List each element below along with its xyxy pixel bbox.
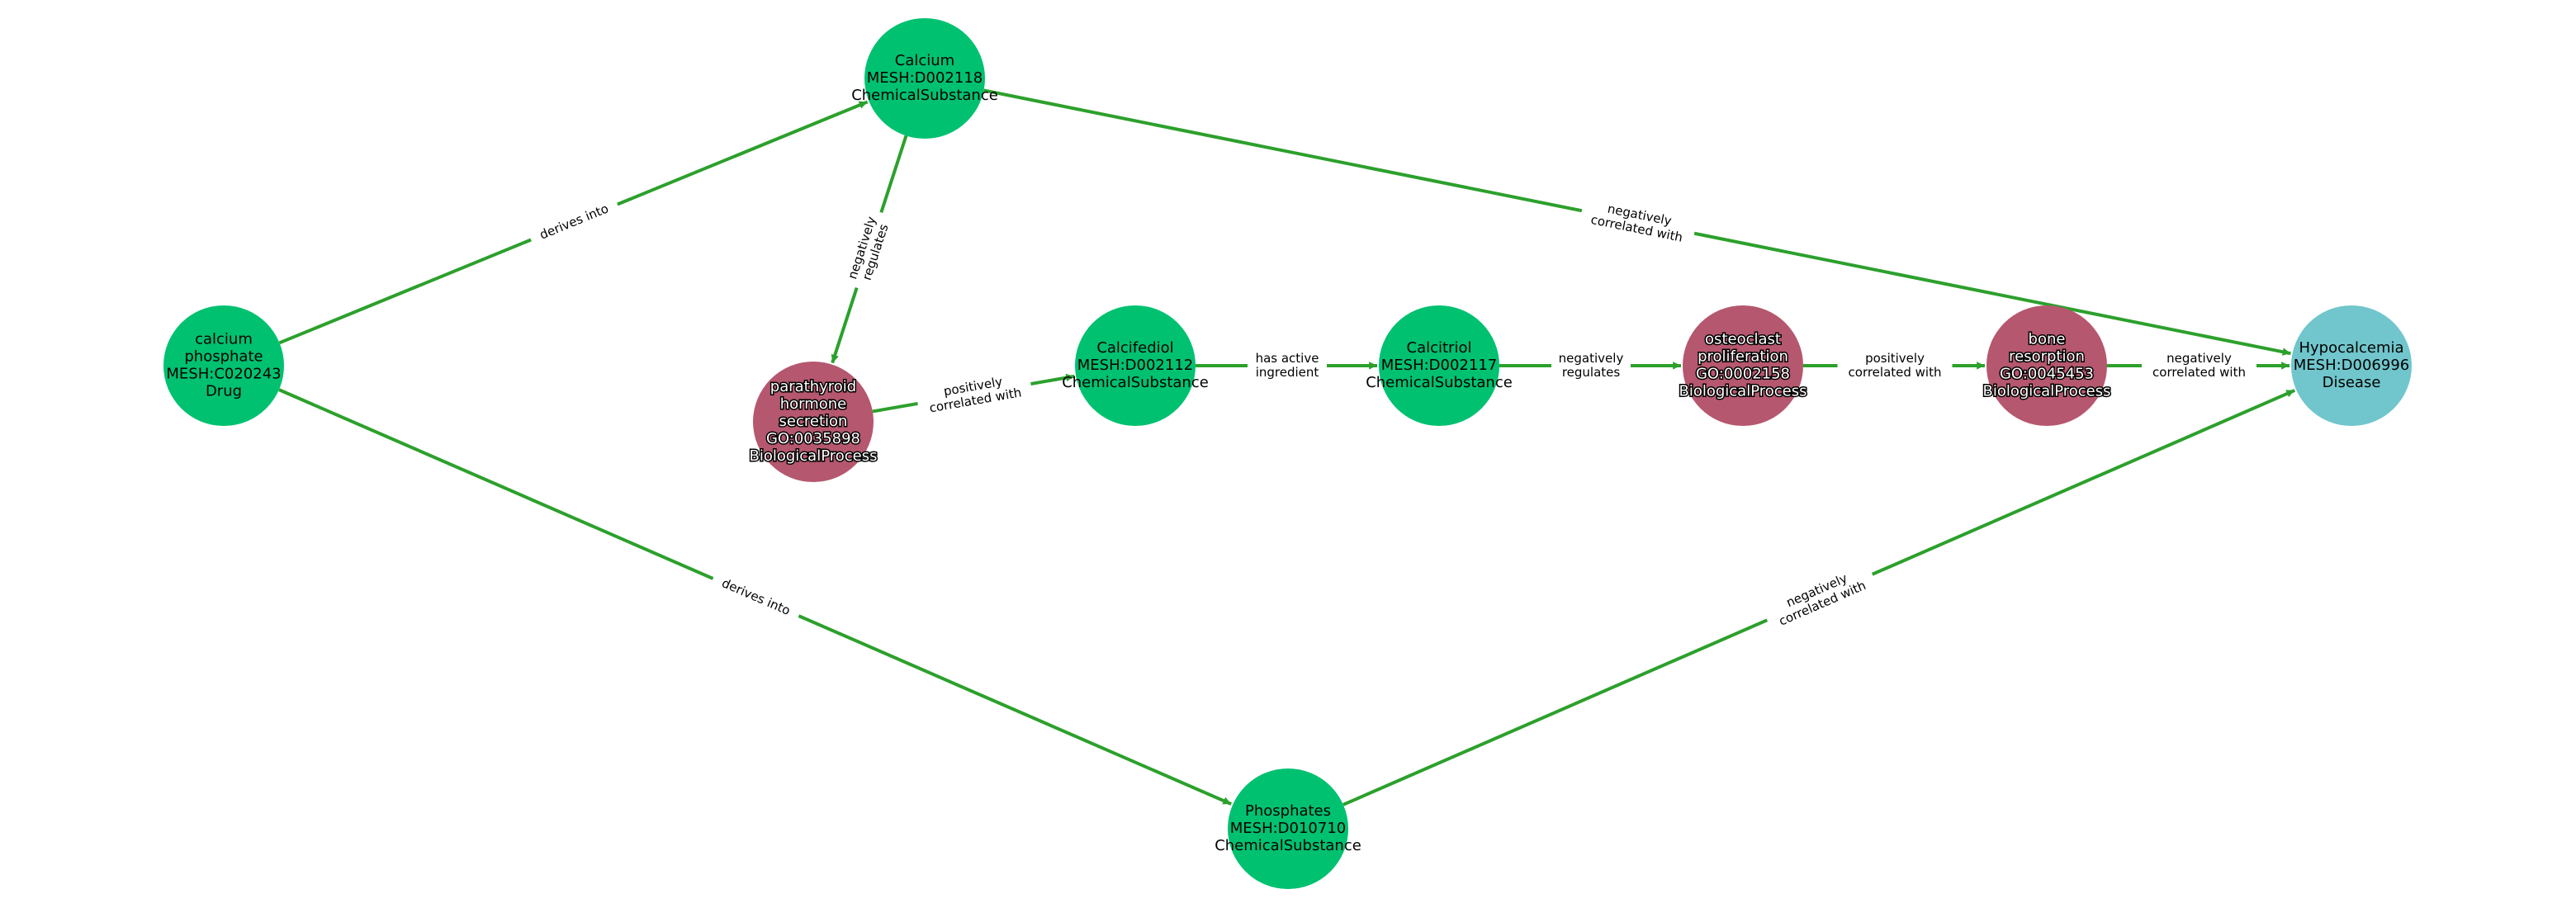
edges-layer [278, 88, 2296, 806]
edge-label-text: negatively [1559, 351, 1624, 366]
edge-label-background [1760, 560, 1879, 635]
node-circle[interactable] [2291, 305, 2412, 426]
edge-label-text: positively [1865, 351, 1925, 366]
node-circle[interactable] [163, 305, 284, 426]
node-label-line: MESH:D002118 [867, 69, 983, 87]
node-circle[interactable] [864, 18, 985, 139]
edge-label-background [1551, 350, 1631, 381]
node-label-line: bone [2029, 331, 2066, 348]
node-label-line: proliferation [1698, 348, 1788, 366]
edge-label-text: derives into [537, 201, 611, 242]
node-label-line: MESH:D006996 [2294, 357, 2410, 374]
edge-label-text: correlated with [2152, 365, 2246, 380]
node-label-line: ChemicalSubstance [1366, 374, 1513, 391]
node-label-line: Calcium [895, 52, 954, 69]
node-circle[interactable] [1228, 768, 1348, 889]
node-label-line: osteoclast [1705, 331, 1781, 348]
node-label-line: MESH:D002112 [1077, 357, 1194, 374]
edge-label-background [1579, 195, 1698, 249]
edge-label-background [1248, 350, 1327, 381]
node-label-line: parathyroid [770, 378, 856, 395]
node-label-line: MESH:D010710 [1230, 820, 1347, 837]
node-label-line: ChemicalSubstance [851, 87, 998, 104]
node-label-line: MESH:C020243 [166, 366, 281, 383]
node-label-line: Calcifediol [1096, 339, 1173, 357]
node-circle[interactable] [1986, 305, 2107, 426]
node-circle[interactable] [1683, 305, 1803, 426]
edge-label-text: ingredient [1256, 365, 1319, 380]
node-label-line: BiologicalProcess [1679, 383, 1807, 400]
node-label-line: ChemicalSubstance [1215, 837, 1361, 854]
node-label-line: GO:0045453 [2000, 366, 2094, 383]
node-label-line: Hypocalcemia [2299, 339, 2403, 357]
node-osteoclast[interactable]: osteoclastproliferationGO:0002158Biologi… [1678, 305, 1808, 426]
node-label-line: Drug [206, 383, 242, 400]
node-label-line: Phosphates [1245, 802, 1331, 820]
node-label-line: Calcitriol [1407, 339, 1472, 357]
node-label-line: secretion [779, 413, 848, 430]
edge-label: derives into [528, 196, 621, 248]
edge-label-background [709, 570, 803, 624]
node-circle[interactable] [1075, 305, 1196, 426]
node-pth_secretion[interactable]: parathyroidhormonesecretionGO:0035898Bio… [748, 362, 878, 482]
node-label-line: GO:0035898 [766, 430, 860, 447]
node-label-line: BiologicalProcess [1982, 383, 2110, 400]
node-label-line: calcium [195, 331, 253, 348]
node-label-line: hormone [780, 395, 847, 413]
edge-label-text: has active [1256, 351, 1319, 366]
node-circle[interactable] [753, 362, 874, 482]
edge-label-text: correlated with [1849, 365, 1942, 380]
node-label-line: MESH:D002117 [1381, 357, 1498, 374]
node-bone_resorption[interactable]: boneresorptionGO:0045453BiologicalProces… [1982, 305, 2112, 426]
edge-label-background [915, 368, 1034, 419]
node-circle[interactable] [1379, 305, 1499, 426]
node-label-line: phosphate [184, 348, 263, 366]
node-label-line: BiologicalProcess [749, 447, 877, 465]
edge-label-background [528, 196, 621, 248]
edge-label-text: negatively [2166, 351, 2232, 366]
edge-label: derives into [709, 570, 803, 624]
edge-label-text: derives into [720, 575, 793, 618]
edge-label-background [2142, 350, 2256, 381]
node-label-line: resorption [2009, 348, 2085, 366]
node-label-line: GO:0002158 [1696, 366, 1790, 383]
edge-label-text: regulates [1562, 365, 1621, 380]
node-label-line: Disease [2323, 374, 2381, 391]
nodes-layer: CalciumMESH:D002118ChemicalSubstancecalc… [163, 18, 2412, 889]
edge-label-background [841, 207, 897, 293]
node-label-line: ChemicalSubstance [1062, 374, 1209, 391]
edge-label-background [1837, 350, 1953, 381]
